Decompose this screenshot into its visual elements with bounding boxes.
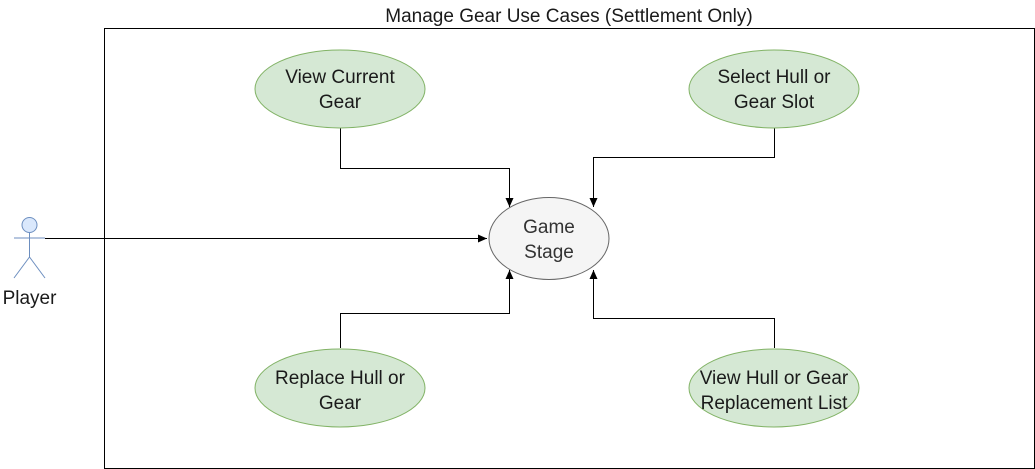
- use-case-label: View Current: [285, 67, 395, 88]
- connector-replace-to-game-stage: [340, 270, 514, 348]
- use-case-label: Select Hull or: [718, 67, 832, 88]
- use-case-label: Stage: [524, 242, 574, 263]
- actor-stick-figure-icon: [13, 217, 46, 279]
- connector-select-slot-to-game-stage: [589, 128, 775, 207]
- use-case-label: Gear Slot: [734, 92, 815, 113]
- use-case-label: Gear: [319, 92, 362, 113]
- connectors: [45, 128, 775, 348]
- connector-replacement-list-to-game-stage: [589, 270, 775, 348]
- use-case-view-current-gear[interactable]: View Current Gear: [254, 49, 426, 129]
- use-case-label: Gear: [319, 393, 362, 414]
- use-case-view-replacement-list[interactable]: View Hull or Gear Replacement List: [688, 348, 860, 428]
- use-case-label: View Hull or Gear: [700, 368, 849, 389]
- use-case-label: Replacement List: [701, 393, 849, 414]
- actor-player[interactable]: Player: [3, 217, 58, 310]
- connector-view-current-gear-to-game-stage: [340, 128, 514, 207]
- use-case-game-stage[interactable]: Game Stage: [488, 197, 610, 280]
- use-case-label: Game: [523, 217, 575, 238]
- use-case-label: Replace Hull or: [275, 368, 406, 389]
- diagram-title: Manage Gear Use Cases (Settlement Only): [385, 6, 753, 27]
- use-case-select-hull-or-gear-slot[interactable]: Select Hull or Gear Slot: [688, 49, 860, 129]
- actor-label: Player: [3, 288, 58, 309]
- use-case-replace-hull-or-gear[interactable]: Replace Hull or Gear: [254, 348, 426, 428]
